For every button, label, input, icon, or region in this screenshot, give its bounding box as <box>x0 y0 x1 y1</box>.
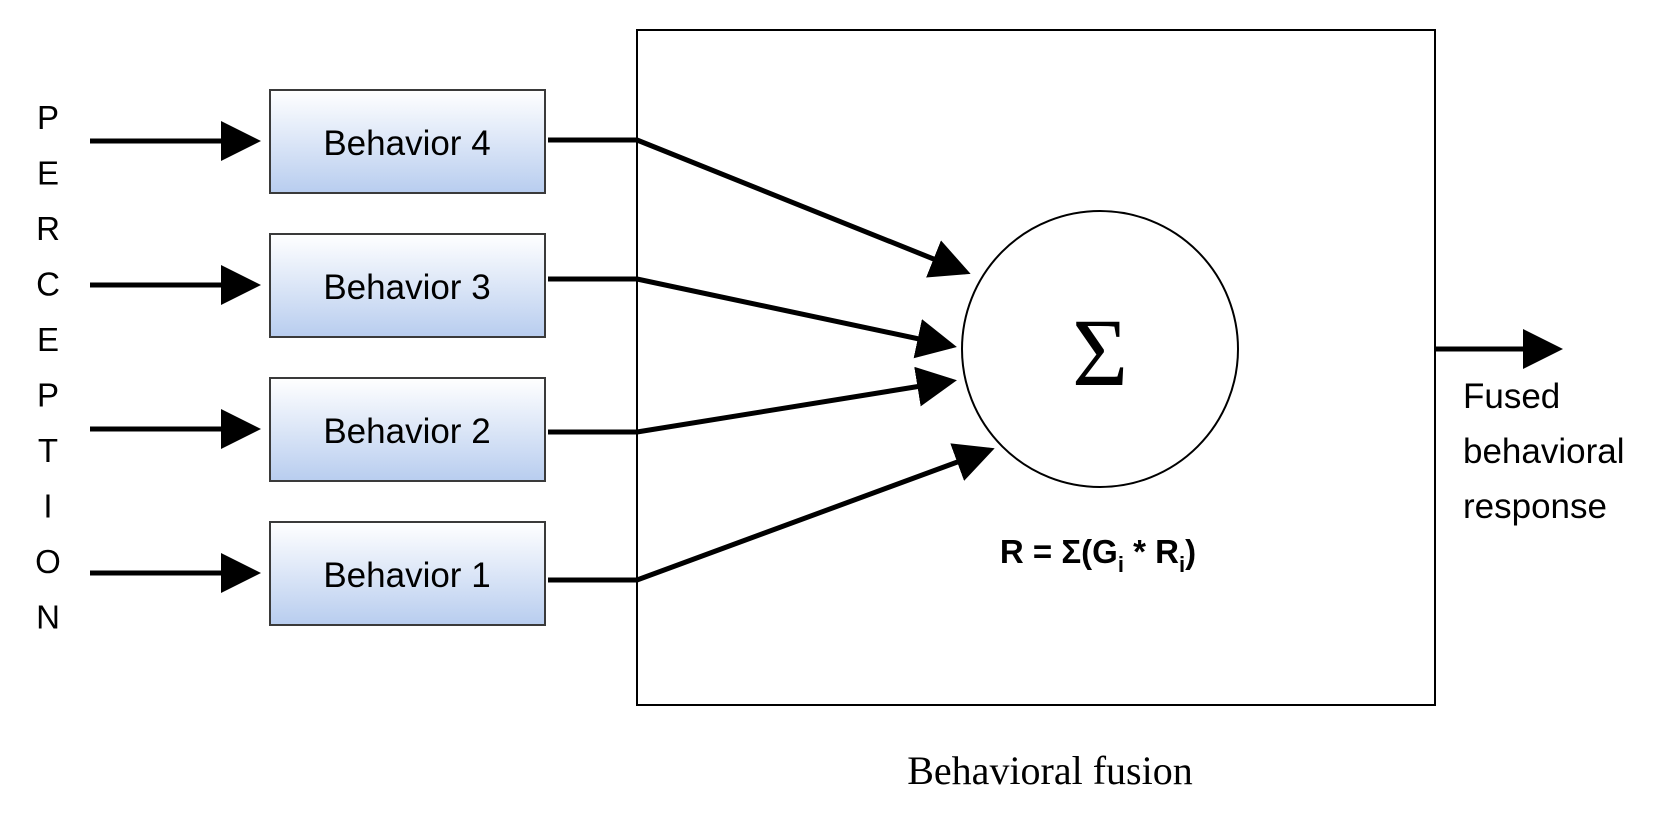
perception-letter: N <box>36 599 60 636</box>
output-line-2: behavioral <box>1463 432 1625 471</box>
behavior-label-3: Behavior 3 <box>323 268 490 307</box>
behavior-label-4: Behavior 4 <box>323 124 490 163</box>
behavior-box-4: Behavior 4 <box>269 89 546 194</box>
fusion-caption: Behavioral fusion <box>907 748 1193 793</box>
summation-circle <box>961 210 1239 488</box>
fusion-formula: R = Σ(Gi * Ri) <box>1000 533 1196 577</box>
behavior-box-3: Behavior 3 <box>269 233 546 338</box>
perception-letter: T <box>38 432 58 469</box>
connection-1 <box>548 443 995 583</box>
behavior-box-1: Behavior 1 <box>269 521 546 626</box>
sigma-symbol: Σ <box>1072 299 1128 406</box>
fusion-box <box>636 29 1436 706</box>
output-label: Fused behavioral response <box>1463 377 1625 526</box>
perception-letter: R <box>36 210 60 247</box>
perception-letter: E <box>37 155 59 192</box>
perception-letter: C <box>36 266 60 303</box>
fusion-connections <box>548 137 995 583</box>
behavior-label-1: Behavior 1 <box>323 556 490 595</box>
connection-2 <box>548 366 957 435</box>
input-arrows <box>90 121 261 593</box>
behavior-label-2: Behavior 2 <box>323 412 490 451</box>
perception-letter: I <box>43 488 52 525</box>
perception-letter: E <box>37 321 59 358</box>
perception-letter: P <box>37 377 59 414</box>
perception-letter: P <box>37 99 59 136</box>
behavior-box-2: Behavior 2 <box>269 377 546 482</box>
output-line-3: response <box>1463 487 1607 526</box>
connection-3 <box>548 276 957 359</box>
output-line-1: Fused <box>1463 377 1560 416</box>
perception-letter: O <box>35 543 61 580</box>
connection-4 <box>548 137 971 278</box>
